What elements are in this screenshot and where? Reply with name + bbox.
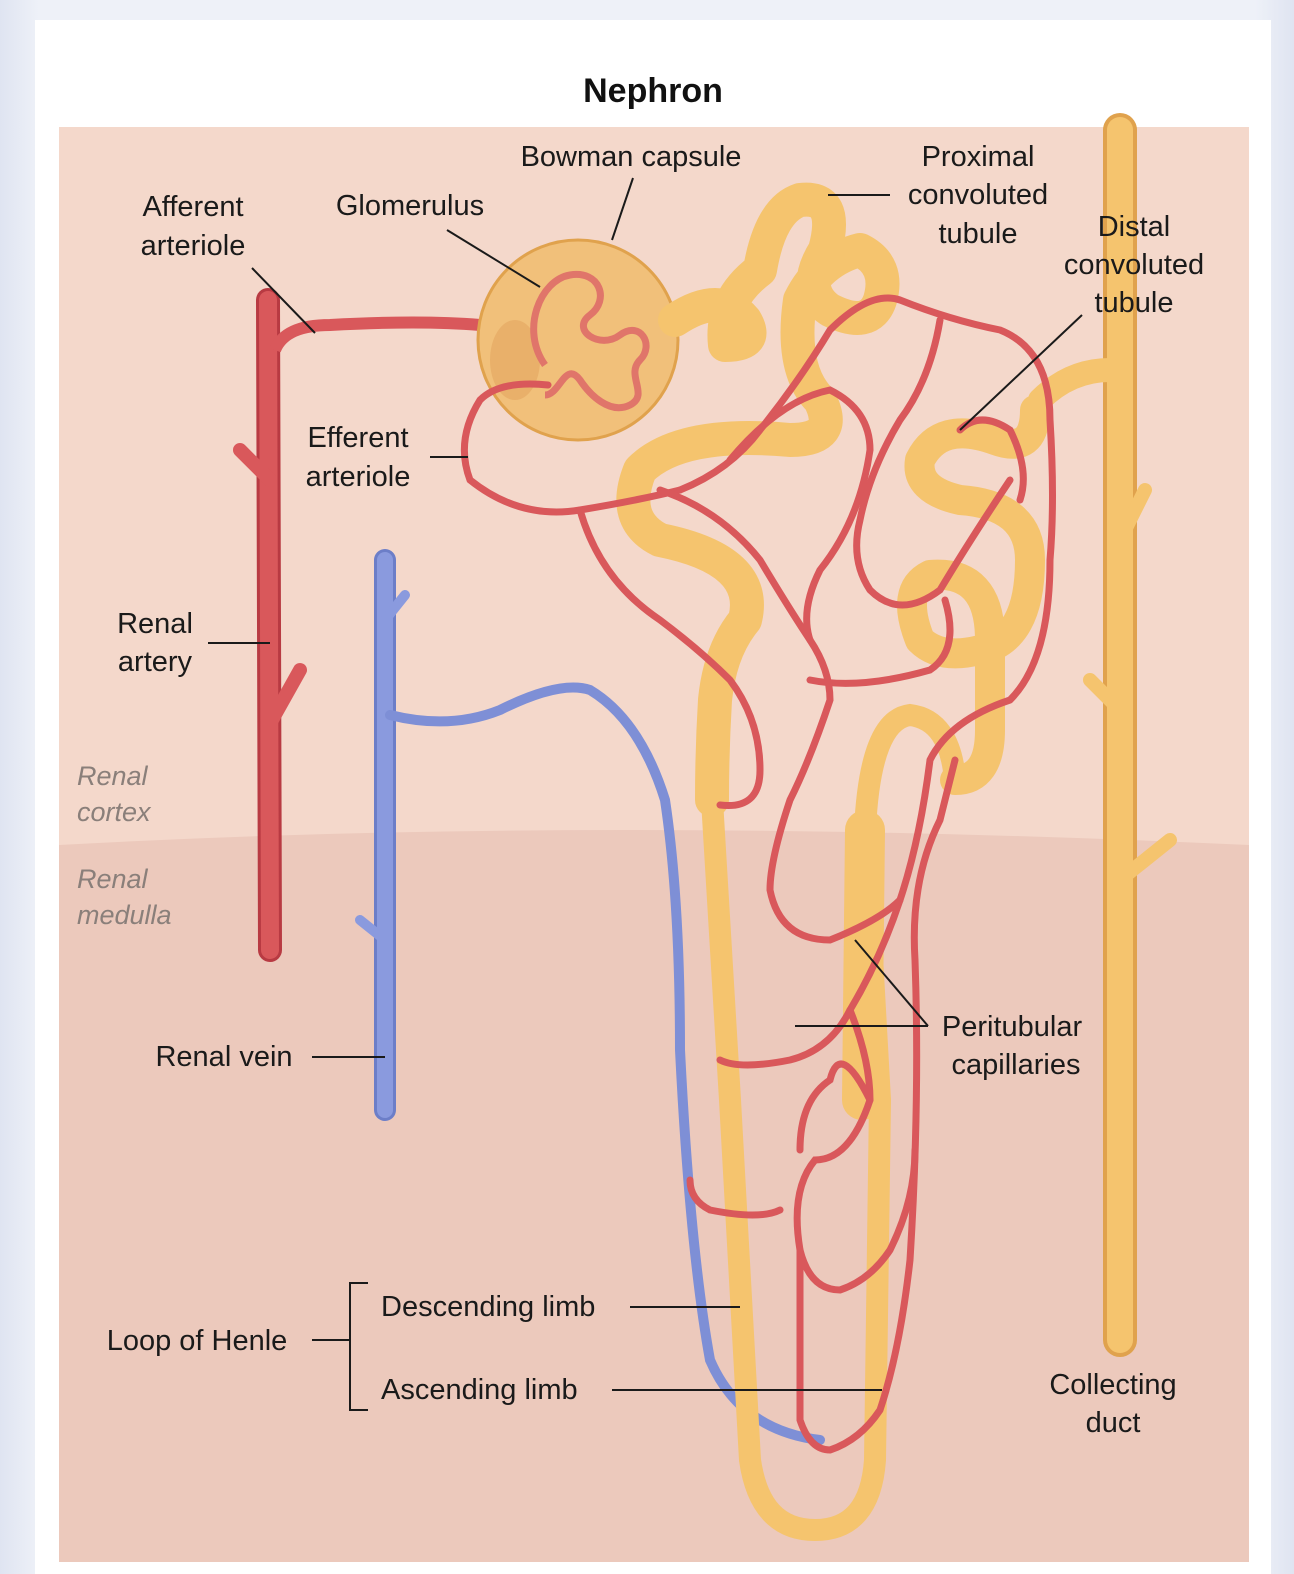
figure-title: Nephron [583,72,723,110]
loop-of-henle-label: Loop of Henle [107,1325,288,1357]
renal-medulla-label-line2: medulla [77,900,172,930]
figure-card: Nephron [35,20,1271,1574]
collecting-duct [1028,113,1177,1357]
distal-tubule-label-line2: convoluted [1064,249,1204,281]
distal-tubule-label-line3: tubule [1094,287,1173,319]
collecting-duct-label-line2: duct [1086,1407,1141,1439]
renal-vein [355,549,825,1445]
renal-cortex-label-line1: Renal [77,761,149,791]
renal-medulla-region [59,830,1249,1562]
renal-cortex-label-line2: cortex [77,797,152,827]
descending-limb-label: Descending limb [381,1291,595,1323]
afferent-arteriole-label-line2: arteriole [141,230,246,262]
efferent-arteriole-label-line2: arteriole [306,461,411,493]
nephron-diagram: Bowman capsule Glomerulus Afferent arter… [59,113,1249,1562]
afferent-arteriole-label-line1: Afferent [142,191,243,223]
renal-vein-label: Renal vein [155,1041,292,1073]
leader-lines [208,177,1083,1411]
bowman-capsule-label: Bowman capsule [521,141,742,173]
peritubular-capillaries [460,294,1056,1454]
distal-tubule-label-line1: Distal [1098,211,1171,243]
renal-artery-label-line1: Renal [117,608,193,640]
glomerulus-label: Glomerulus [336,190,484,222]
proximal-tubule-label-line2: convoluted [908,179,1048,211]
collecting-duct-label-line1: Collecting [1049,1369,1176,1401]
peritubular-label-line2: capillaries [952,1049,1081,1081]
renal-medulla-label-line1: Renal [77,864,149,894]
renal-artery [233,288,307,962]
distal-convoluted-tubule [897,395,1050,795]
proximal-tubule-label-line3: tubule [938,218,1017,250]
efferent-arteriole-label-line1: Efferent [307,422,408,454]
proximal-convoluted-tubule [616,182,900,817]
ascending-limb-label: Ascending limb [381,1374,578,1406]
glomerulus [530,271,650,412]
proximal-tubule-label-line1: Proximal [922,141,1035,173]
renal-artery-label-line2: artery [118,646,193,678]
bowman-capsule [476,238,680,442]
peritubular-label-line1: Peritubular [942,1011,1083,1043]
